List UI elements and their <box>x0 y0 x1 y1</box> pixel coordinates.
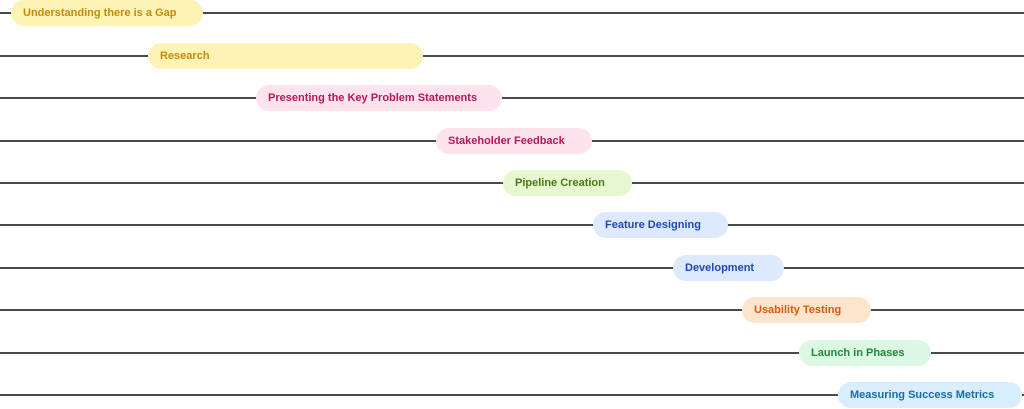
timeline-track-line <box>0 12 1024 14</box>
timeline-track-line <box>0 394 1024 396</box>
phase-pill-feature-designing[interactable]: Feature Designing <box>593 212 728 238</box>
phase-pill-launch-in-phases[interactable]: Launch in Phases <box>799 340 931 366</box>
phase-pill-usability-testing[interactable]: Usability Testing <box>742 297 871 323</box>
timeline-row: Usability Testing <box>0 297 1024 323</box>
timeline-row: Feature Designing <box>0 212 1024 238</box>
timeline-row: Research <box>0 43 1024 69</box>
timeline-row: Understanding there is a Gap <box>0 0 1024 26</box>
timeline-track-line <box>0 309 1024 311</box>
timeline-track-line <box>0 97 1024 99</box>
timeline-track-line <box>0 352 1024 354</box>
timeline-row: Stakeholder Feedback <box>0 128 1024 154</box>
phase-pill-research[interactable]: Research <box>148 43 423 69</box>
timeline-track-line <box>0 267 1024 269</box>
phase-pill-understanding-gap[interactable]: Understanding there is a Gap <box>11 0 203 26</box>
phase-pill-key-problem-statements[interactable]: Presenting the Key Problem Statements <box>256 85 502 111</box>
phase-pill-development[interactable]: Development <box>673 255 784 281</box>
timeline-track-line <box>0 224 1024 226</box>
timeline-row: Presenting the Key Problem Statements <box>0 85 1024 111</box>
timeline-track-line <box>0 55 1024 57</box>
phase-pill-stakeholder-feedback[interactable]: Stakeholder Feedback <box>436 128 592 154</box>
phase-pill-measuring-success-metrics[interactable]: Measuring Success Metrics <box>838 382 1022 408</box>
timeline-row: Development <box>0 255 1024 281</box>
timeline-row: Pipeline Creation <box>0 170 1024 196</box>
timeline-row: Measuring Success Metrics <box>0 382 1024 408</box>
phase-pill-pipeline-creation[interactable]: Pipeline Creation <box>503 170 632 196</box>
timeline-row: Launch in Phases <box>0 340 1024 366</box>
